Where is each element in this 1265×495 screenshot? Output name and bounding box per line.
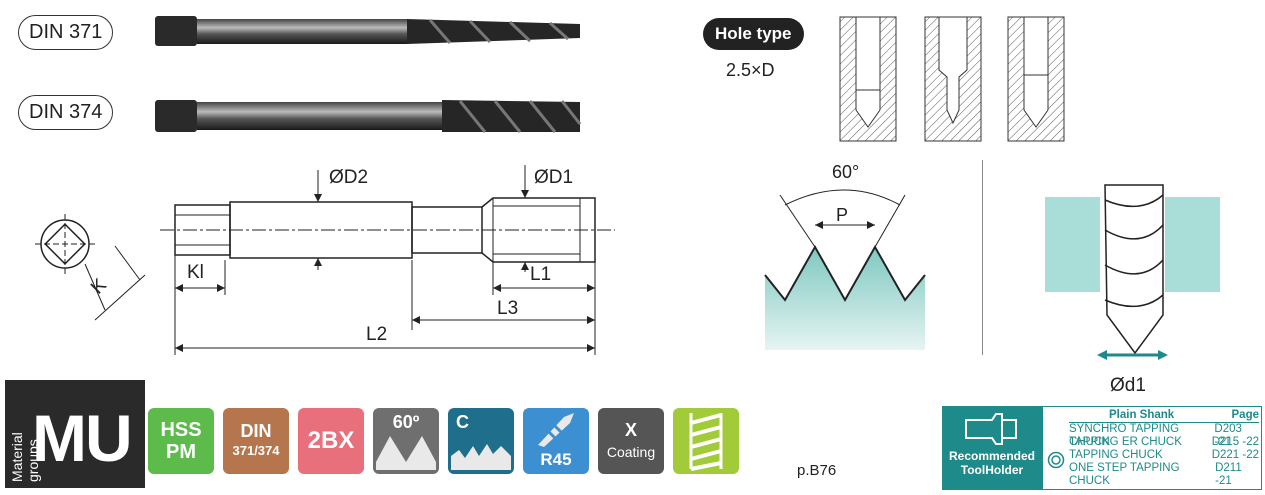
helix-r45-badge: R45 xyxy=(523,408,589,474)
hole-type-badge: Hole type xyxy=(703,18,804,50)
thread-profile-diagram xyxy=(764,189,926,350)
thread-angle-badge: 60º xyxy=(373,408,439,474)
double-circle-icon xyxy=(1047,451,1065,469)
hole-diagram-3 xyxy=(1007,16,1065,142)
spiral-flute-badge xyxy=(673,408,739,474)
hole-diagram-2 xyxy=(924,16,982,142)
d2-label: ØD2 xyxy=(329,167,369,188)
recommended-toolholder-box: Recommended ToolHolder xyxy=(942,406,1042,490)
angle-label: 60° xyxy=(832,162,860,182)
chamfer-c-badge: C xyxy=(448,408,514,474)
page-reference[interactable]: p.B76 xyxy=(797,462,837,479)
tolerance-2bx-badge: 2BX xyxy=(298,408,364,474)
hole-diagram-1 xyxy=(839,16,897,142)
divider xyxy=(982,160,983,355)
material-group-box: Material groups MU xyxy=(5,380,145,488)
thread-angle-icon xyxy=(376,436,436,470)
din371-tap-image xyxy=(155,16,580,46)
spiral-flute-icon xyxy=(689,413,723,471)
kl-label: Kl xyxy=(187,262,204,283)
hole-depth-label: 2.5×D xyxy=(726,60,775,80)
l1-label: L1 xyxy=(530,264,552,285)
chamfer-icon xyxy=(451,444,511,470)
material-code: MU xyxy=(32,401,133,475)
helix-icon xyxy=(538,413,574,447)
l2-label: L2 xyxy=(366,324,388,345)
din371-label: DIN 371 xyxy=(18,15,114,50)
din374-label: DIN 374 xyxy=(18,95,114,130)
hole-type-diagrams xyxy=(839,16,1065,142)
pitch-label: P xyxy=(836,205,849,225)
tap-dimension-drawing xyxy=(35,165,615,355)
bore-diameter-label: Ød1 xyxy=(1110,375,1146,396)
d1-label: ØD1 xyxy=(534,167,574,188)
bore-tap-diagram xyxy=(1045,184,1220,360)
toolholder-icon xyxy=(965,413,1017,445)
recommended-title-line1: Recommended xyxy=(948,449,1036,463)
din374-tap-image xyxy=(155,100,582,133)
l3-label: L3 xyxy=(497,298,519,319)
recommended-title-line2: ToolHolder xyxy=(960,463,1024,477)
